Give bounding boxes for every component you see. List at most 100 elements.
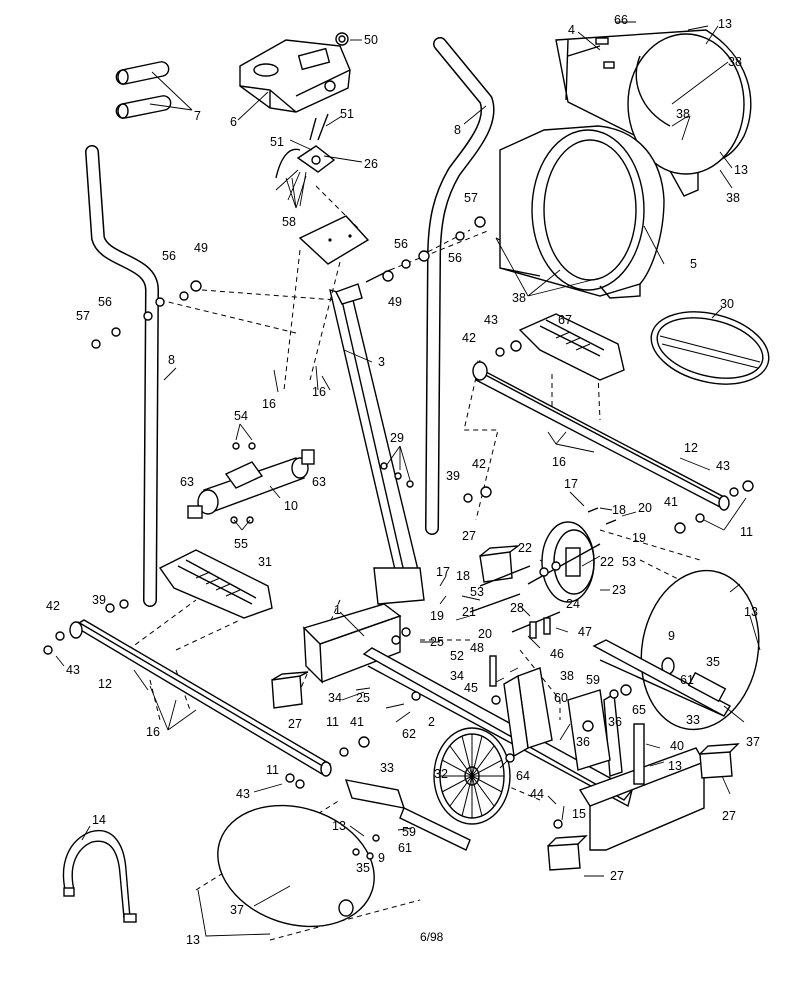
left-handlebar	[85, 145, 159, 607]
callout-label: 16	[146, 725, 160, 739]
callout-label: 27	[288, 717, 302, 731]
callout-label: 60	[554, 691, 568, 705]
callout-label: 2	[428, 715, 435, 729]
callout-label: 51	[270, 135, 284, 149]
callout-label: 45	[464, 681, 478, 695]
callout-label: 43	[484, 313, 498, 327]
callout-label: 56	[448, 251, 462, 265]
callout-label: 16	[312, 385, 326, 399]
left-pedal	[158, 549, 273, 619]
fasteners	[43, 216, 754, 860]
callout-label: 11	[266, 763, 279, 777]
callout-label: 25	[430, 635, 444, 649]
callout-label: 12	[98, 677, 112, 691]
callout-label: 13	[734, 163, 748, 177]
callout-label: 12	[684, 441, 698, 455]
rear-shroud-right	[555, 29, 752, 197]
callout-label: 36	[576, 735, 590, 749]
callout-label: 10	[284, 499, 298, 513]
callout-label: 6	[230, 115, 237, 129]
callout-label: 21	[462, 605, 476, 619]
callout-label: 67	[558, 313, 572, 327]
callout-label: 43	[716, 459, 730, 473]
end-caps	[271, 545, 740, 871]
callout-label: 22	[518, 541, 532, 555]
right-pedal	[518, 313, 625, 381]
callout-labels: 50 7 6 51 51 26 58 8 4 66 13 38 38 13 38…	[46, 13, 760, 947]
callout-label: 57	[464, 191, 478, 205]
callout-label: 66	[614, 13, 628, 27]
callout-label: 13	[186, 933, 200, 947]
callout-label: 57	[76, 309, 90, 323]
callout-label: 64	[516, 769, 530, 783]
callout-label: 4	[568, 23, 575, 37]
callout-label: 43	[236, 787, 250, 801]
callout-label: 40	[670, 739, 684, 753]
callout-label: 54	[234, 409, 248, 423]
callout-label: 37	[746, 735, 760, 749]
callout-label: 65	[632, 703, 646, 717]
callout-label: 11	[326, 715, 339, 729]
pulley	[527, 521, 601, 603]
left-pedal-arm	[69, 619, 332, 777]
callout-label: 56	[162, 249, 176, 263]
callout-label: 31	[258, 555, 272, 569]
callout-label: 38	[726, 191, 740, 205]
callout-label: 56	[98, 295, 112, 309]
callout-label: 16	[262, 397, 276, 411]
callout-label: 38	[512, 291, 526, 305]
callout-label: 14	[92, 813, 106, 827]
callout-label: 38	[728, 55, 742, 69]
side-disc-left	[217, 804, 375, 928]
right-pedal-arm	[472, 360, 730, 511]
callout-label: 46	[550, 647, 564, 661]
callout-label: 49	[194, 241, 208, 255]
callout-label: 34	[450, 669, 464, 683]
callout-label: 25	[356, 691, 370, 705]
callout-label: 41	[664, 495, 678, 509]
callout-label: 39	[92, 593, 106, 607]
callout-label: 49	[388, 295, 402, 309]
callout-label: 58	[282, 215, 296, 229]
callout-label: 51	[340, 107, 354, 121]
callout-label: 42	[46, 599, 60, 613]
callout-label: 7	[194, 109, 201, 123]
callout-label: 53	[470, 585, 484, 599]
callout-label: 22	[600, 555, 614, 569]
upright-post	[298, 215, 425, 605]
callout-label: 42	[472, 457, 486, 471]
callout-label: 38	[676, 107, 690, 121]
callout-label: 19	[632, 531, 646, 545]
callout-label: 38	[560, 669, 574, 683]
callout-label: 1	[334, 603, 341, 617]
callout-label: 52	[450, 649, 464, 663]
left-stabilizer	[344, 779, 471, 851]
callout-label: 13	[718, 17, 732, 31]
callout-label: 33	[686, 713, 700, 727]
callout-label: 27	[610, 869, 624, 883]
callout-label: 16	[552, 455, 566, 469]
callout-label: 63	[180, 475, 194, 489]
callout-label: 55	[234, 537, 248, 551]
callout-label: 8	[168, 353, 175, 367]
callout-label: 36	[608, 715, 622, 729]
callout-label: 56	[394, 237, 408, 251]
callout-label: 41	[350, 715, 364, 729]
callout-label: 34	[328, 691, 342, 705]
callout-label: 37	[230, 903, 244, 917]
drive-belt	[650, 311, 770, 385]
callout-label: 53	[622, 555, 636, 569]
callout-label: 42	[462, 331, 476, 345]
flywheel	[433, 727, 511, 825]
console-bracket	[275, 113, 336, 207]
pivot-axle	[187, 449, 315, 519]
right-handlebar	[425, 37, 495, 535]
callout-label: 61	[680, 673, 694, 687]
callout-label: 61	[398, 841, 412, 855]
callout-label: 23	[612, 583, 626, 597]
drawing-date-code: 6/98	[420, 930, 444, 944]
callout-label: 27	[722, 809, 736, 823]
callout-label: 24	[566, 597, 580, 611]
leader-lines	[55, 21, 761, 937]
